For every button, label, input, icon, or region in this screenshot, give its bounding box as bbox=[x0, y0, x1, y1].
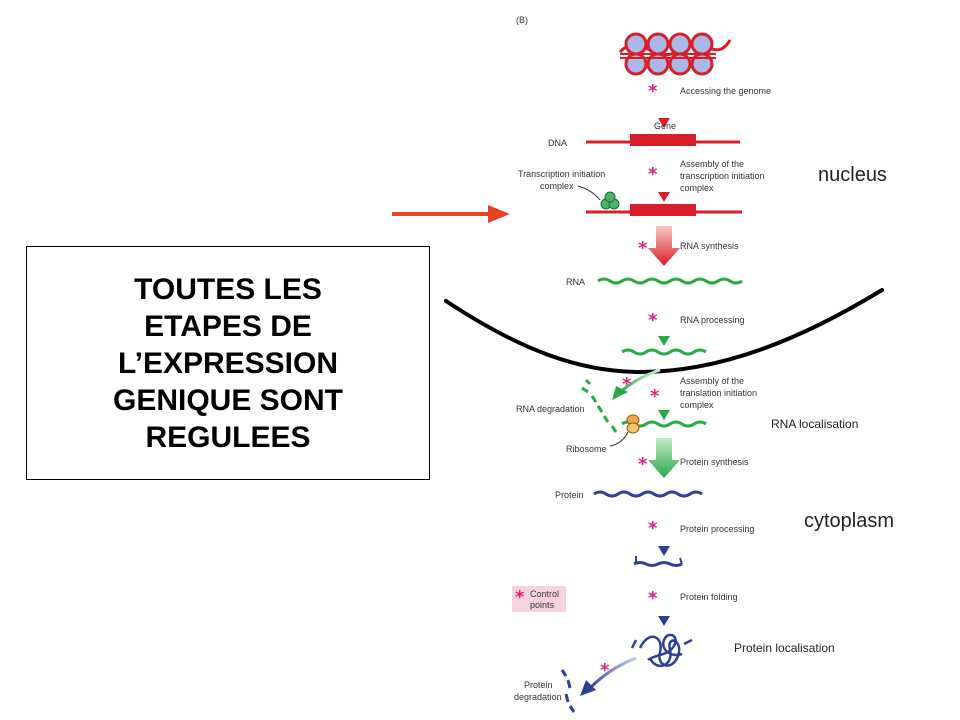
control-star: * bbox=[648, 310, 658, 331]
synthesis-arrow bbox=[648, 226, 680, 266]
control-star: * bbox=[622, 374, 632, 395]
label-transcription-complex-2: complex bbox=[540, 181, 574, 191]
dna-with-initiation-complex bbox=[577, 185, 742, 216]
legend-star: * bbox=[515, 587, 525, 608]
label-dna: DNA bbox=[548, 138, 567, 148]
control-star: * bbox=[648, 81, 658, 102]
panel-label: (B) bbox=[516, 15, 528, 25]
legend-label-1: Control bbox=[530, 589, 559, 599]
rna-strand bbox=[597, 277, 743, 285]
label-rna-synthesis: RNA synthesis bbox=[680, 241, 739, 251]
control-star: * bbox=[648, 588, 658, 609]
cytoplasm-label: cytoplasm bbox=[804, 510, 894, 532]
label-accessing-genome: Accessing the genome bbox=[680, 86, 771, 96]
control-star: * bbox=[648, 164, 658, 185]
rna-localisation-label: RNA localisation bbox=[771, 417, 858, 431]
label-assembly-translation-3: complex bbox=[680, 400, 714, 410]
label-ribosome: Ribosome bbox=[566, 444, 607, 454]
processed-rna-strand bbox=[621, 348, 707, 356]
dna-strand bbox=[586, 134, 740, 146]
label-rna-degradation: RNA degradation bbox=[516, 404, 585, 414]
control-star: * bbox=[650, 386, 660, 407]
label-assembly-translation-1: Assembly of the bbox=[680, 376, 744, 386]
label-assembly-transcription-1: Assembly of the bbox=[680, 159, 744, 169]
legend-label-2: points bbox=[530, 600, 555, 610]
label-assembly-transcription-2: transcription initiation bbox=[680, 171, 765, 181]
label-assembly-translation-2: translation initiation bbox=[680, 388, 757, 398]
label-gene: Gene bbox=[654, 121, 676, 131]
degraded-protein-fragments bbox=[560, 669, 576, 713]
control-star: * bbox=[648, 518, 658, 539]
nuclear-membrane bbox=[444, 288, 884, 375]
label-protein-processing: Protein processing bbox=[680, 524, 755, 534]
degradation-arrow bbox=[588, 656, 637, 690]
label-rna: RNA bbox=[566, 277, 585, 287]
degraded-rna-fragments bbox=[581, 378, 618, 433]
label-protein-folding: Protein folding bbox=[680, 592, 738, 602]
label-protein: Protein bbox=[555, 490, 584, 500]
callout-box: TOUTES LES ETAPES DE L’EXPRESSION GENIQU… bbox=[26, 246, 430, 480]
chromatin-graphic bbox=[618, 32, 732, 76]
nucleus-label: nucleus bbox=[818, 164, 887, 186]
label-transcription-complex-1: Transcription initiation bbox=[518, 169, 605, 179]
folded-protein bbox=[630, 633, 693, 668]
label-protein-degradation-1: Protein bbox=[524, 680, 553, 690]
callout-text: TOUTES LES ETAPES DE L’EXPRESSION GENIQU… bbox=[112, 272, 344, 454]
pointer-arrow bbox=[392, 205, 510, 223]
control-star: * bbox=[638, 238, 648, 259]
label-rna-processing: RNA processing bbox=[680, 315, 745, 325]
protein-localisation-label: Protein localisation bbox=[734, 641, 835, 655]
control-star: * bbox=[600, 660, 610, 681]
label-assembly-transcription-3: complex bbox=[680, 183, 714, 193]
synthesis-arrow bbox=[648, 438, 680, 478]
control-points-legend: * Control points bbox=[512, 586, 566, 612]
label-protein-degradation-2: degradation bbox=[514, 692, 562, 702]
processed-protein bbox=[633, 556, 683, 567]
degradation-arrow bbox=[619, 368, 661, 394]
protein-strand bbox=[593, 490, 703, 498]
ribosome-graphic bbox=[609, 414, 640, 447]
control-star: * bbox=[638, 454, 648, 475]
label-protein-synthesis: Protein synthesis bbox=[680, 457, 749, 467]
